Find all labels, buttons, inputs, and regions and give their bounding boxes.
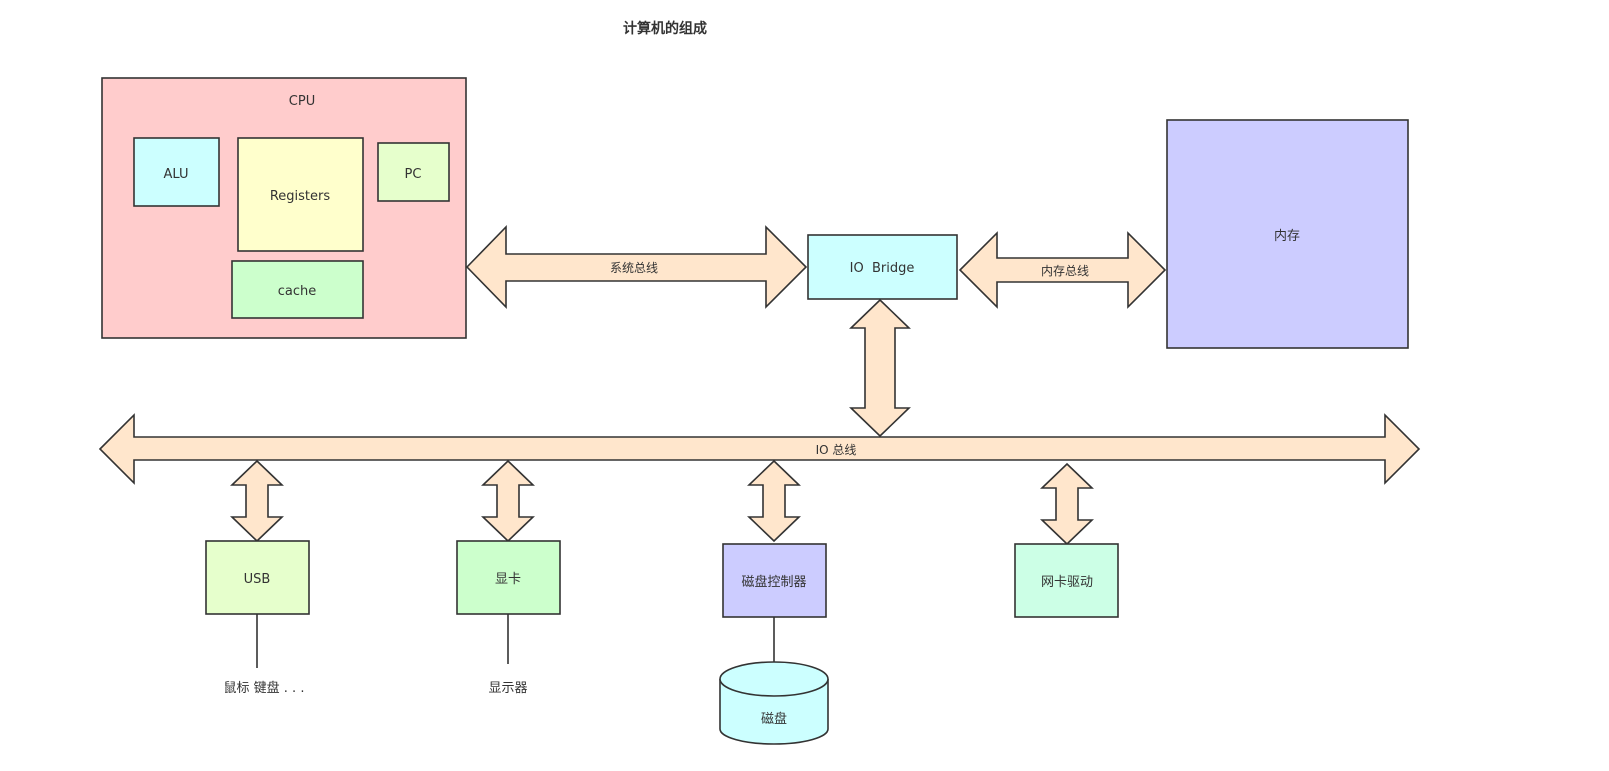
io-bus-label: IO 总线	[816, 443, 857, 457]
usb-box	[205, 540, 310, 615]
disk-body	[719, 679, 829, 745]
io-bridge: IO Bridge	[807, 234, 958, 300]
cpu-label: CPU	[289, 94, 315, 109]
bridge-io-bus-link	[849, 298, 911, 438]
cache-label: cache	[278, 284, 317, 299]
io-bus-arrow	[98, 413, 1421, 485]
memory: 内存	[1166, 119, 1409, 349]
alu-label: ALU	[163, 167, 188, 182]
disk: 磁盘	[719, 661, 829, 745]
pc-label: PC	[405, 167, 422, 182]
disk-controller-bus-link	[747, 459, 801, 543]
disk-controller-box	[722, 543, 827, 618]
memory-bus: 内存总线	[958, 231, 1167, 309]
memory-bus-arrow	[958, 231, 1167, 309]
nic-box	[1014, 543, 1119, 618]
io-bridge-box	[807, 234, 958, 300]
gpu-device: 显卡 显示器	[456, 540, 561, 696]
cache-box	[231, 260, 364, 319]
registers-label: Registers	[270, 189, 331, 204]
memory-bus-label: 内存总线	[1041, 264, 1089, 278]
diagram-title: 计算机的组成	[623, 20, 707, 37]
nic-device: 网卡驱动	[1014, 543, 1119, 618]
nic-label: 网卡驱动	[1041, 575, 1093, 590]
cpu-block: CPU ALU Registers PC cache	[101, 77, 467, 339]
pc-box	[377, 142, 450, 202]
memory-label: 内存	[1274, 228, 1300, 244]
usb-peripherals-label: 鼠标 键盘 . . .	[224, 680, 305, 696]
gpu-label: 显卡	[495, 572, 521, 587]
io-bridge-label: IO Bridge	[850, 261, 915, 276]
system-bus-label: 系统总线	[610, 261, 658, 275]
system-bus-arrow	[465, 225, 808, 309]
gpu-bus-link	[481, 459, 535, 543]
usb-label: USB	[244, 572, 271, 587]
system-bus: 系统总线	[465, 225, 808, 309]
disk-controller-label: 磁盘控制器	[741, 574, 806, 590]
alu-box	[133, 137, 220, 207]
disk-controller-device: 磁盘控制器	[722, 543, 827, 662]
gpu-box	[456, 540, 561, 615]
disk-label: 磁盘	[761, 711, 787, 727]
usb-device: USB 鼠标 键盘 . . .	[205, 540, 310, 696]
registers-box	[237, 137, 364, 252]
display-label: 显示器	[488, 681, 527, 696]
nic-bus-link	[1040, 462, 1094, 546]
memory-box	[1166, 119, 1409, 349]
usb-bus-link	[230, 459, 284, 543]
io-bus: IO 总线	[98, 413, 1421, 485]
disk-top	[719, 661, 829, 697]
